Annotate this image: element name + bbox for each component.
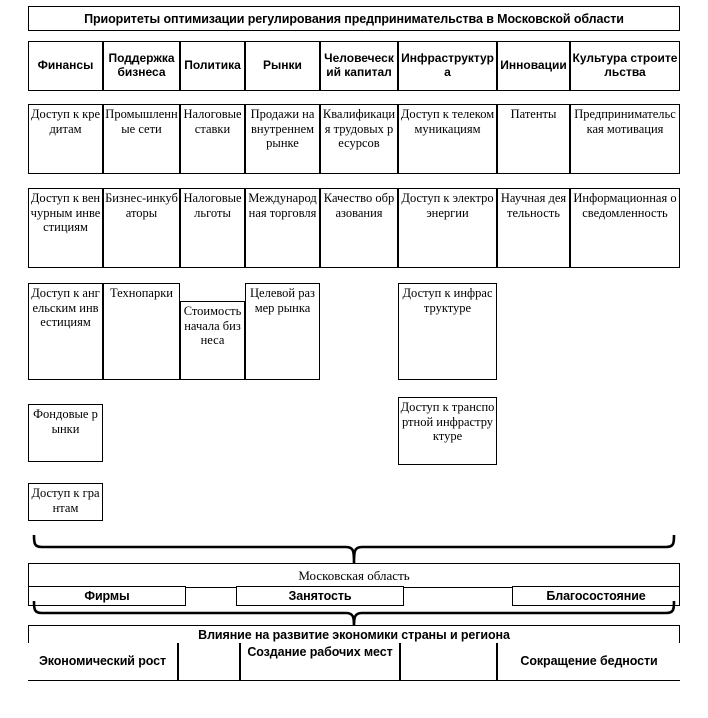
matrix-cell-r3c3: Стоимость начала бизнеса: [180, 301, 245, 380]
matrix-cell-r2c3: Налоговые льготы: [180, 188, 245, 268]
impact-cell-spacer-1: [178, 643, 240, 681]
matrix-cell-r2c6: Доступ к электроэнергии: [398, 188, 497, 268]
matrix-cell-r5c1: Доступ к грантам: [28, 483, 103, 521]
diagram-title-text: Приоритеты оптимизации регулирования пре…: [84, 11, 624, 26]
matrix-cell-r4c6: Доступ к транспортной инфраструктуре: [398, 397, 497, 465]
region-cell-welfare: Благосостояние: [512, 586, 680, 606]
impact-cell-jobs: Создание рабочих мест: [240, 643, 400, 681]
matrix-cell-r3c4: Целевой размер рынка: [245, 283, 320, 380]
region-cell-firms: Фирмы: [28, 586, 186, 606]
matrix-cell-r2c2: Бизнес-инкубаторы: [103, 188, 180, 268]
matrix-cell-r1c1: Доступ к кредитам: [28, 104, 103, 174]
matrix-header-business-support: Поддержка бизнеса: [103, 41, 180, 91]
region-cell-employment: Занятость: [236, 586, 404, 606]
impact-cell-spacer-2: [400, 643, 497, 681]
region-band-title: Московская область: [298, 567, 410, 583]
matrix-cell-r1c3: Налоговые ставки: [180, 104, 245, 174]
matrix-cell-r2c8: Информационная осведомленность: [570, 188, 680, 268]
matrix-cell-r1c2: Промышленные сети: [103, 104, 180, 174]
impact-cell-growth: Экономический рост: [28, 643, 178, 681]
matrix-cell-r1c7: Патенты: [497, 104, 570, 174]
matrix-cell-r4c1: Фондовые рынки: [28, 404, 103, 462]
matrix-cell-r2c7: Научная деятельность: [497, 188, 570, 268]
matrix-cell-r1c6: Доступ к телекоммуникациям: [398, 104, 497, 174]
matrix-header-infrastructure: Инфраструктура: [398, 41, 497, 91]
brace-lower-icon: [32, 600, 676, 628]
matrix-header-innovation: Инновации: [497, 41, 570, 91]
matrix-cell-r2c4: Международная торговля: [245, 188, 320, 268]
brace-to-impact: [30, 600, 678, 628]
matrix-header-construction-culture: Культура строительства: [570, 41, 680, 91]
matrix-header-markets: Рынки: [245, 41, 320, 91]
impact-cell-poverty: Сокращение бедности: [497, 643, 680, 681]
matrix-cell-r3c1: Доступ к ангельским инвестициям: [28, 283, 103, 380]
matrix-cell-r3c2: Технопарки: [103, 283, 180, 380]
matrix-cell-r1c4: Продажи на внутреннем рынке: [245, 104, 320, 174]
region-band-title-box: Московская область: [28, 563, 680, 588]
matrix-header-policy: Политика: [180, 41, 245, 91]
matrix-cell-r1c5: Квалификация трудовых ресурсов: [320, 104, 398, 174]
matrix-header-finance: Финансы: [28, 41, 103, 91]
matrix-cell-r1c8: Предпринимательская мотивация: [570, 104, 680, 174]
matrix-cell-r2c5: Качество образования: [320, 188, 398, 268]
matrix-header-human-capital: Человеческий капитал: [320, 41, 398, 91]
matrix-cell-r2c1: Доступ к венчурным инвестициям: [28, 188, 103, 268]
diagram-title: Приоритеты оптимизации регулирования пре…: [28, 6, 680, 31]
brace-upper-icon: [32, 534, 676, 564]
matrix-cell-r3c6: Доступ к инфраструктуре: [398, 283, 497, 380]
brace-to-region: [30, 534, 678, 564]
